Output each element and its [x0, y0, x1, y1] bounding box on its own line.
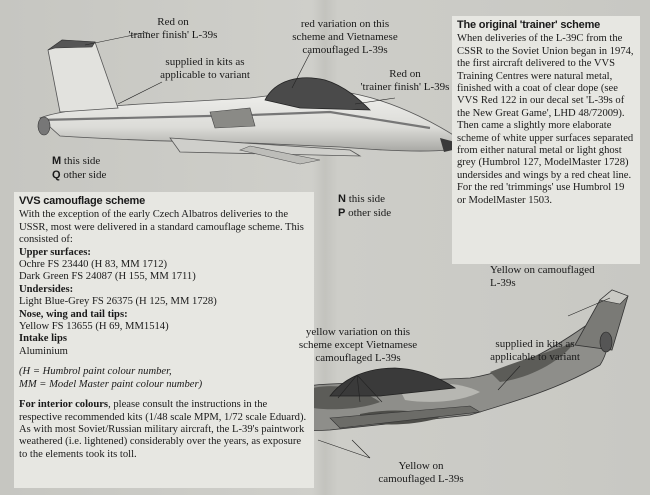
- undersides-heading: Undersides:: [19, 283, 74, 295]
- intake-heading: Intake lips: [19, 333, 67, 345]
- upper-colour-green: Dark Green FS 24087 (H 155, MM 1711): [19, 271, 196, 283]
- callout-yellow-bottom: Yellow on camouflaged L-39s: [378, 460, 464, 485]
- callout-supplied-kits-bottom: supplied in kits as applicable to varian…: [490, 338, 580, 363]
- intake-colour: Aluminium: [19, 345, 68, 357]
- paint-note-humbrol: (H = Humbrol paint colour number,: [19, 366, 172, 378]
- interior-colours-paragraph: For interior colours, please consult the…: [19, 399, 307, 460]
- camouflage-scheme-title: VVS camouflage scheme: [19, 195, 146, 207]
- callout-yellow-variation: yellow variation on this scheme except V…: [298, 326, 418, 364]
- side-label-p: P other side: [338, 207, 392, 219]
- side-label-q: Q other side: [52, 169, 107, 181]
- upper-colour-ochre: Ochre FS 23440 (H 83, MM 1712): [19, 259, 168, 271]
- callout-yellow-fin: Yellow on camouflaged L-39s: [490, 264, 595, 289]
- paint-note-modelmaster: MM = Model Master paint colour number): [19, 378, 203, 390]
- callout-supplied-kits-top: supplied in kits as applicable to varian…: [160, 56, 250, 81]
- trainer-scheme-body: When deliveries of the L-39C from the CS…: [457, 33, 634, 206]
- trainer-scheme-panel: The original 'trainer' scheme When deliv…: [452, 16, 640, 264]
- upper-surfaces-heading: Upper surfaces:: [19, 246, 91, 258]
- side-label-m: M this side: [52, 155, 101, 167]
- trainer-scheme-title: The original 'trainer' scheme: [457, 19, 601, 31]
- side-label-n: N this side: [338, 193, 386, 205]
- callout-red-fin: Red on 'trainer finish' L-39s: [128, 16, 218, 41]
- callout-red-nose: Red on 'trainer finish' L-39s: [360, 68, 450, 93]
- camouflage-intro: With the exception of the early Czech Al…: [19, 209, 304, 246]
- trainer-aircraft-profile: [37, 31, 471, 165]
- camouflage-scheme-panel: VVS camouflage scheme With the exception…: [14, 192, 314, 488]
- underside-colour: Light Blue-Grey FS 26375 (H 125, MM 1728…: [19, 296, 217, 308]
- tips-colour: Yellow FS 13655 (H 69, MM1514): [19, 321, 169, 333]
- tips-heading: Nose, wing and tail tips:: [19, 308, 128, 320]
- callout-red-variation: red variation on this scheme and Vietnam…: [292, 18, 398, 56]
